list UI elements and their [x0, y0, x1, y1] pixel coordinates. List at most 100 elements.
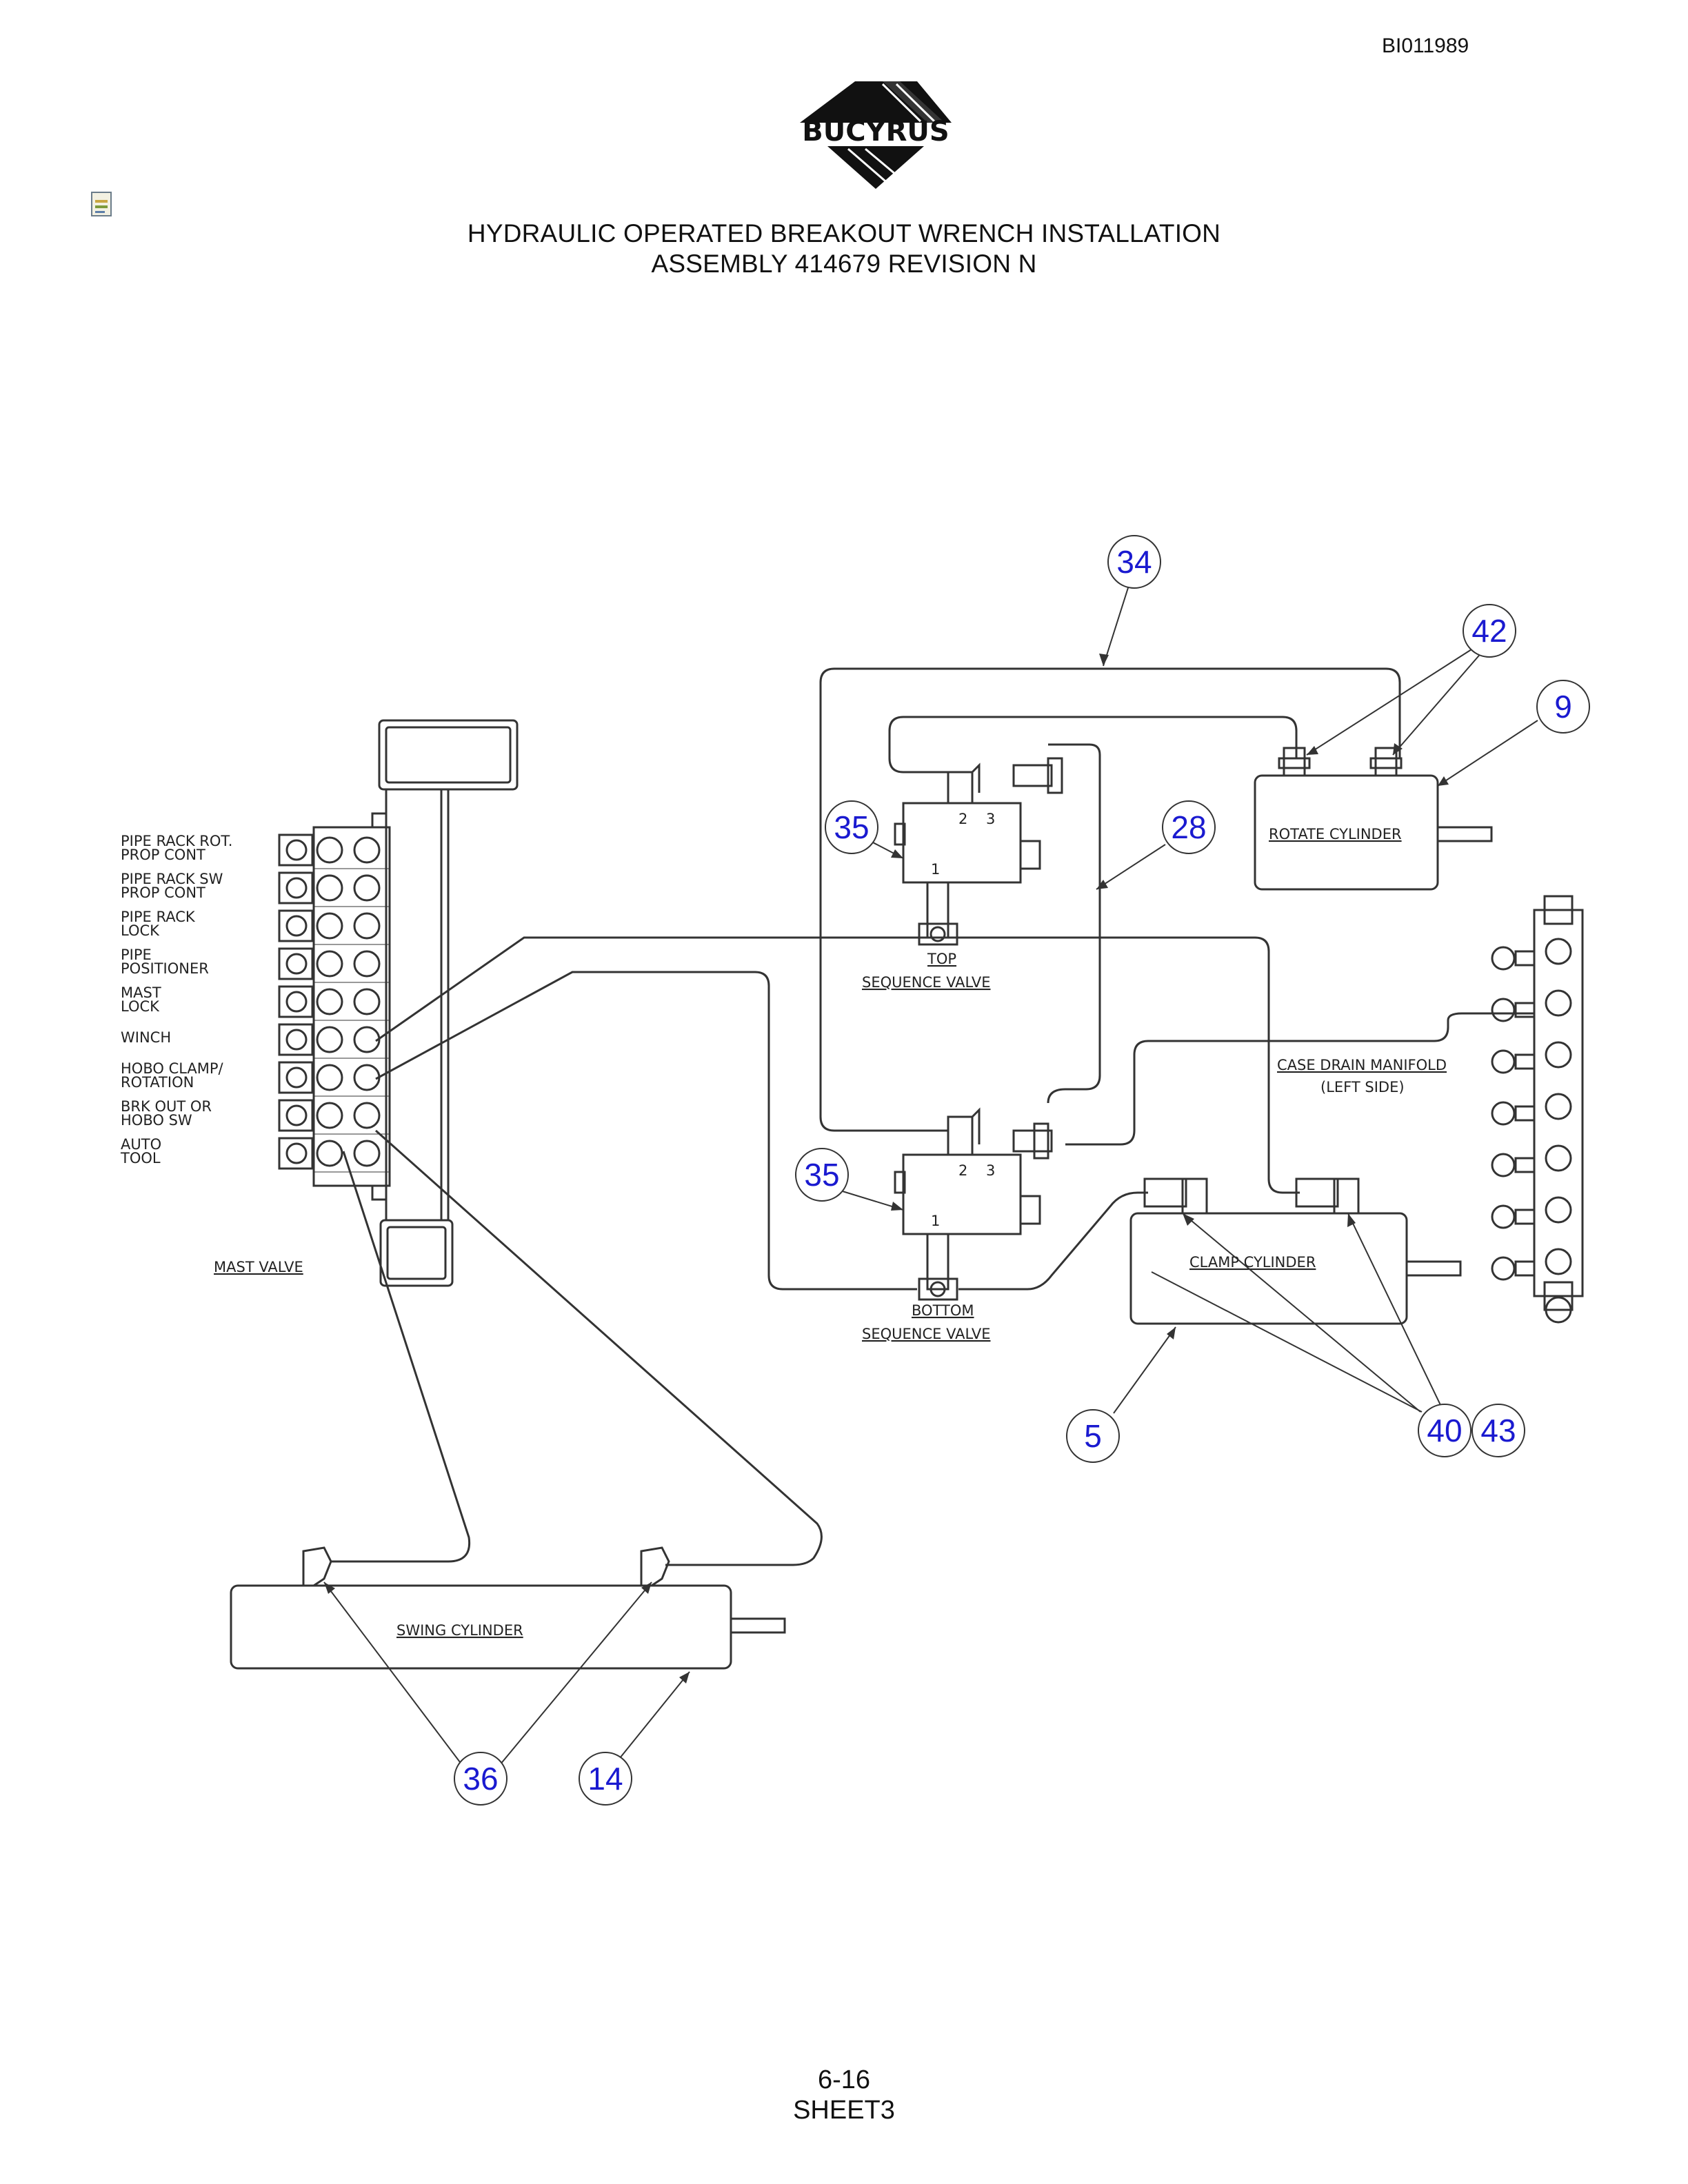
- clamp-cylinder-label: CLAMP CYLINDER: [1189, 1254, 1316, 1271]
- manifold-fitting: [1491, 1101, 1516, 1126]
- bottom-valve-port1: 1: [931, 1213, 940, 1229]
- mast-valve-port: [353, 836, 381, 864]
- mast-valve-solenoid: [278, 871, 314, 904]
- mast-valve-function-label: PIPE RACK ROT.: [121, 833, 232, 849]
- manifold-nipple: [1514, 1053, 1536, 1070]
- mast-valve-port: [285, 953, 308, 975]
- manifold-fitting: [1491, 998, 1516, 1022]
- top-valve-port3: 3: [986, 811, 995, 827]
- manifold-fitting: [1491, 1049, 1516, 1074]
- top-valve-label-2: SEQUENCE VALVE: [862, 974, 991, 991]
- mast-valve-solenoid: [278, 985, 314, 1018]
- manifold-port: [1545, 989, 1572, 1017]
- mast-valve-port: [316, 912, 343, 940]
- mast-valve-solenoid: [278, 1137, 314, 1170]
- sheet-number: SHEET3: [793, 2096, 895, 2125]
- mast-valve-label: MAST VALVE: [214, 1259, 303, 1275]
- manifold-nipple: [1514, 1209, 1536, 1225]
- callout-35-bottom: 35: [804, 1157, 839, 1193]
- bottom-valve-port3: 3: [986, 1162, 995, 1179]
- manifold-nipple: [1514, 1157, 1536, 1173]
- mast-valve-sections: [278, 833, 390, 1173]
- drawing-subtitle: ASSEMBLY 414679 REVISION N: [651, 250, 1037, 278]
- mast-valve-port: [353, 874, 381, 902]
- manifold-nipple: [1514, 1002, 1536, 1018]
- case-drain-label-2: (LEFT SIDE): [1320, 1079, 1405, 1095]
- manifold-fitting: [1491, 1256, 1516, 1281]
- mast-valve-port: [316, 1140, 343, 1167]
- top-valve-label-1: TOP: [927, 951, 956, 967]
- mast-valve-port: [353, 1026, 381, 1053]
- manifold-fitting: [1491, 1153, 1516, 1177]
- mast-valve-port: [353, 1064, 381, 1091]
- manifold-fitting: [1491, 946, 1516, 971]
- mast-valve-function-label: PROP CONT: [121, 847, 205, 863]
- bottom-valve-label-2: SEQUENCE VALVE: [862, 1326, 991, 1342]
- bucyrus-logo: BUCYRUS: [800, 81, 952, 189]
- mast-valve-port: [285, 877, 308, 899]
- callout-40: 40: [1427, 1413, 1462, 1448]
- mast-valve-function-label: PIPE: [121, 947, 152, 963]
- mast-valve-port: [316, 988, 343, 1015]
- callout-35-top: 35: [834, 809, 869, 845]
- callout-36: 36: [463, 1761, 498, 1797]
- mast-valve-solenoid: [278, 833, 314, 867]
- mast-valve-port: [285, 1104, 308, 1126]
- manifold-fitting: [1491, 1204, 1516, 1229]
- mast-valve-function-label: LOCK: [121, 922, 160, 939]
- mast-valve-port: [285, 1029, 308, 1051]
- mast-valve-port: [353, 950, 381, 978]
- mast-valve-port: [316, 950, 343, 978]
- mast-valve-function-label: AUTO: [121, 1136, 161, 1153]
- page-number: 6-16: [817, 2065, 871, 2094]
- mast-valve-port: [316, 1102, 343, 1129]
- manifold-port: [1545, 1248, 1572, 1275]
- case-drain-label-1: CASE DRAIN MANIFOLD: [1277, 1057, 1447, 1073]
- callout-34: 34: [1116, 544, 1152, 580]
- callout-42: 42: [1471, 613, 1507, 649]
- drawing-title: HYDRAULIC OPERATED BREAKOUT WRENCH INSTA…: [467, 219, 1221, 247]
- mast-valve-function-label: PIPE RACK: [121, 909, 196, 925]
- document-id: BI011989: [1382, 34, 1469, 57]
- mast-valve-function-label: PIPE RACK SW: [121, 871, 223, 887]
- top-valve-port2: 2: [958, 811, 967, 827]
- mast-valve-function-label: POSITIONER: [121, 960, 209, 977]
- callout-28: 28: [1171, 809, 1206, 845]
- svg-text:BUCYRUS: BUCYRUS: [802, 116, 949, 148]
- mast-valve-port: [316, 1026, 343, 1053]
- manifold-nipple: [1514, 1105, 1536, 1122]
- mast-valve-port: [353, 1140, 381, 1167]
- mast-valve-port: [285, 991, 308, 1013]
- manifold-port: [1545, 1196, 1572, 1224]
- mast-valve-function-label: LOCK: [121, 998, 160, 1015]
- mast-valve-port: [353, 988, 381, 1015]
- mast-valve-function-label: PROP CONT: [121, 884, 205, 901]
- callout-5: 5: [1084, 1418, 1102, 1454]
- manifold-port: [1545, 1144, 1572, 1172]
- swing-cylinder-label: SWING CYLINDER: [396, 1622, 523, 1639]
- mast-valve-function-label: HOBO SW: [121, 1112, 192, 1129]
- mast-valve-port: [285, 839, 308, 861]
- callout-43: 43: [1480, 1413, 1516, 1448]
- mast-valve-port: [285, 1066, 308, 1089]
- mast-valve-port: [316, 836, 343, 864]
- mast-valve-port: [285, 915, 308, 937]
- mast-valve-function-label: TOOL: [120, 1150, 161, 1166]
- callout-14: 14: [587, 1761, 623, 1797]
- mast-valve-solenoid: [278, 1023, 314, 1056]
- mast-valve-port: [316, 874, 343, 902]
- manifold-ports: [1491, 938, 1572, 1281]
- mast-valve-function-label: MAST: [121, 984, 161, 1001]
- document-icon[interactable]: [90, 190, 114, 219]
- mast-valve-function-label: HOBO CLAMP/: [121, 1060, 224, 1077]
- mast-valve-port: [353, 912, 381, 940]
- mast-valve-function-label: ROTATION: [121, 1074, 194, 1091]
- mast-valve-function-label: BRK OUT OR: [121, 1098, 212, 1115]
- manifold-port: [1545, 1093, 1572, 1120]
- mast-valve-solenoid: [278, 909, 314, 942]
- bottom-valve-port2: 2: [958, 1162, 967, 1179]
- manifold-nipple: [1514, 950, 1536, 967]
- mast-valve-solenoid: [278, 947, 314, 980]
